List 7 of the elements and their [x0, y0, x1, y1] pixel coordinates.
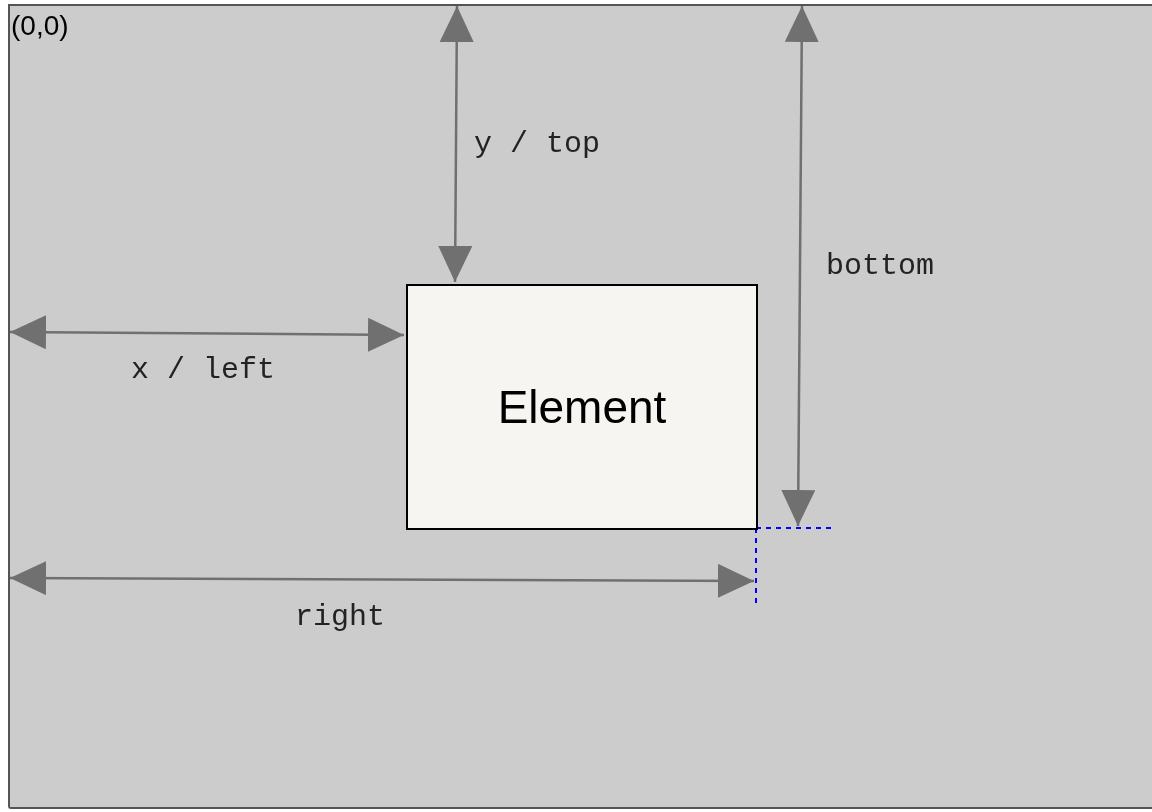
dimension-label: bottom [826, 251, 935, 281]
element-box [406, 284, 758, 530]
element-label: Element [497, 384, 667, 430]
dimension-label: y / top [474, 129, 601, 159]
dimension-label: right [295, 602, 385, 632]
dimension-label: x / left [131, 355, 276, 385]
origin-label: (0,0) [11, 12, 69, 40]
